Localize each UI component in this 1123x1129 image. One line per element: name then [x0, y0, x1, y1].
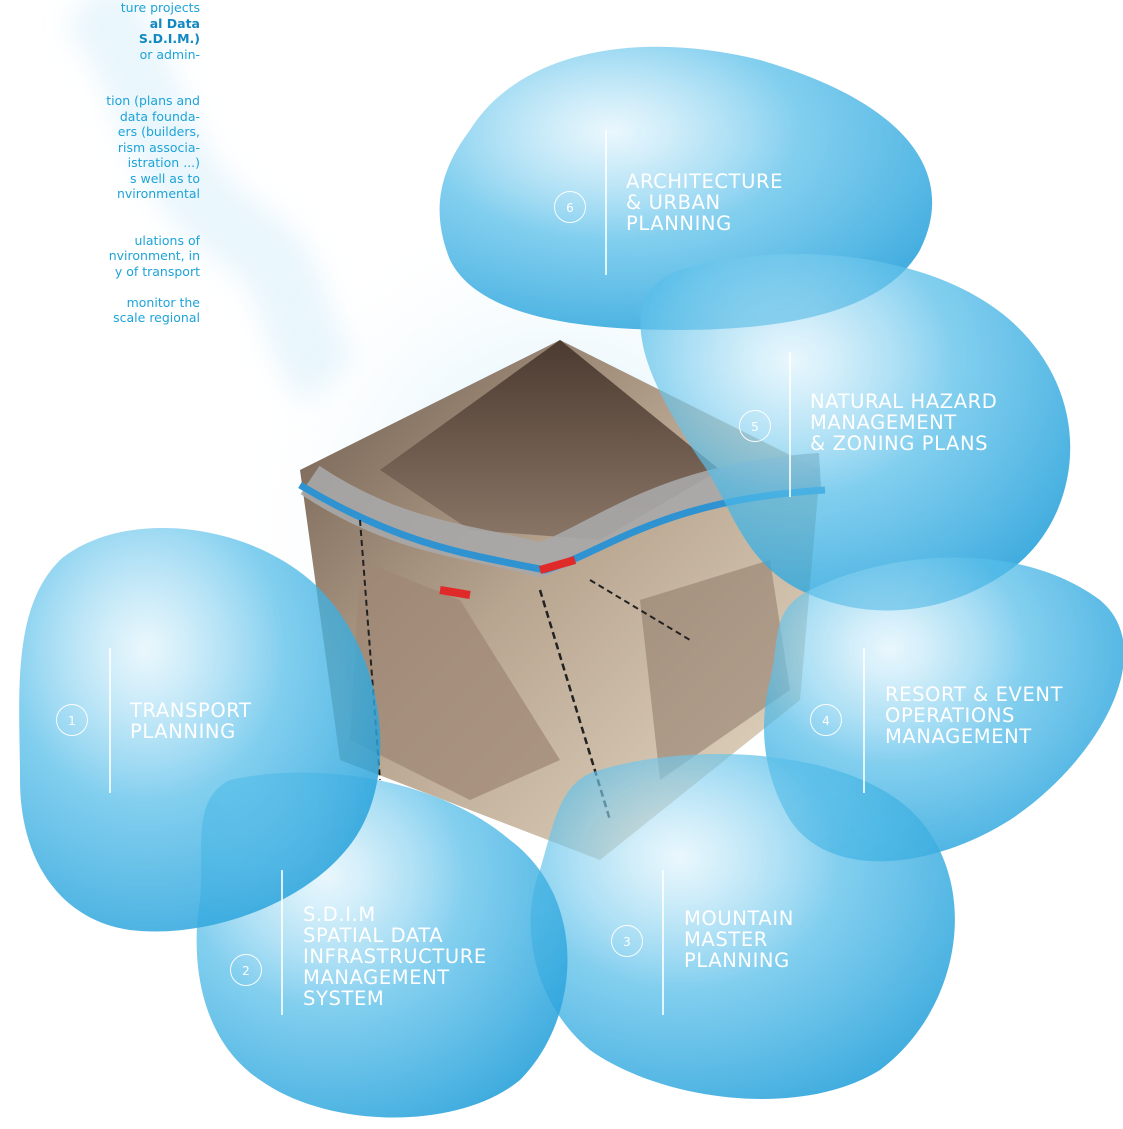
- label-line: SYSTEM: [303, 987, 385, 1010]
- intro-line: istration ...): [127, 155, 200, 170]
- label-line: RESORT & EVENT: [885, 683, 1064, 706]
- divider-5: [789, 352, 791, 497]
- segment-number-badge-6: 6: [554, 191, 586, 223]
- label-line: PLANNING: [626, 212, 732, 235]
- petal-shapes: [19, 46, 1123, 1118]
- segment-label-1: TRANSPORT PLANNING: [130, 700, 252, 742]
- smoke-wisp: [63, 0, 357, 405]
- label-line: PLANNING: [130, 720, 236, 743]
- label-line: MANAGEMENT: [885, 725, 1032, 748]
- town-marker: [439, 556, 577, 599]
- intro-line: y of transport: [114, 263, 200, 279]
- intro-line: rism associa-: [117, 139, 200, 155]
- intro-spacer: [0, 78, 200, 94]
- intro-line: al Data: [149, 15, 200, 31]
- terrain-ridge: [380, 340, 720, 540]
- segment-label-2: S.D.I.M SPATIAL DATA INFRASTRUCTURE MANA…: [303, 904, 487, 1009]
- petal-5: [640, 254, 1071, 611]
- label-line: SPATIAL DATA: [303, 924, 444, 947]
- intro-line: monitor the: [126, 294, 200, 310]
- segment-number-badge-5: 5: [739, 410, 771, 442]
- terrain-lower-ridge: [350, 560, 560, 800]
- segment-number-badge-3: 3: [611, 925, 643, 957]
- label-line: TRANSPORT: [130, 699, 252, 722]
- divider-4: [863, 648, 865, 793]
- intro-line: data founda-: [119, 108, 200, 124]
- label-line: ARCHITECTURE: [626, 170, 784, 193]
- terrain-right-ridge: [640, 560, 790, 780]
- intro-spacer: [0, 62, 200, 78]
- segment-number-badge-1: 1: [56, 704, 88, 736]
- intro-line: scale regional: [113, 310, 200, 325]
- intro-line: tion (plans and: [106, 93, 200, 108]
- divider-3: [662, 870, 664, 1015]
- intro-line: nvironmental: [116, 186, 200, 201]
- label-line: PLANNING: [684, 949, 790, 972]
- segment-label-6: ARCHITECTURE & URBAN PLANNING: [626, 171, 783, 234]
- label-line: MASTER: [684, 928, 768, 951]
- label-line: NATURAL HAZARD: [810, 390, 998, 413]
- intro-line: nvironment, in: [108, 248, 200, 263]
- segment-label-5: NATURAL HAZARD MANAGEMENT & ZONING PLANS: [810, 391, 997, 454]
- divider-2: [281, 870, 283, 1015]
- intro-spacer: [0, 217, 200, 233]
- petal-3: [530, 754, 955, 1099]
- intro-line: s well as to: [129, 170, 200, 186]
- label-line: OPERATIONS: [885, 704, 1015, 727]
- label-line: & ZONING PLANS: [810, 432, 989, 455]
- label-line: & URBAN: [626, 191, 721, 214]
- intro-spacer: [0, 202, 200, 218]
- label-line: INFRASTRUCTURE: [303, 945, 487, 968]
- petal-1: [19, 527, 381, 932]
- divider-6: [605, 130, 607, 275]
- label-line: MANAGEMENT: [810, 411, 957, 434]
- intro-line: S.D.I.M.): [138, 31, 200, 46]
- segment-label-3: MOUNTAIN MASTER PLANNING: [684, 908, 794, 971]
- intro-line: or admin-: [139, 46, 200, 62]
- intro-line: ture projects: [120, 0, 200, 15]
- intro-spacer: [0, 279, 200, 295]
- segment-number-badge-2: 2: [230, 954, 262, 986]
- segment-number-badge-4: 4: [810, 704, 842, 736]
- intro-line: ulations of: [134, 232, 200, 248]
- intro-line: ers (builders,: [117, 124, 200, 139]
- rail-line-1: [359, 519, 381, 781]
- terrain-map: [298, 340, 826, 860]
- valley-road: [300, 453, 822, 578]
- label-line: MANAGEMENT: [303, 966, 450, 989]
- segment-heading: S.D.I.M: [303, 903, 376, 926]
- label-line: MOUNTAIN: [684, 907, 794, 930]
- divider-1: [109, 648, 111, 793]
- segment-label-4: RESORT & EVENT OPERATIONS MANAGEMENT: [885, 684, 1063, 747]
